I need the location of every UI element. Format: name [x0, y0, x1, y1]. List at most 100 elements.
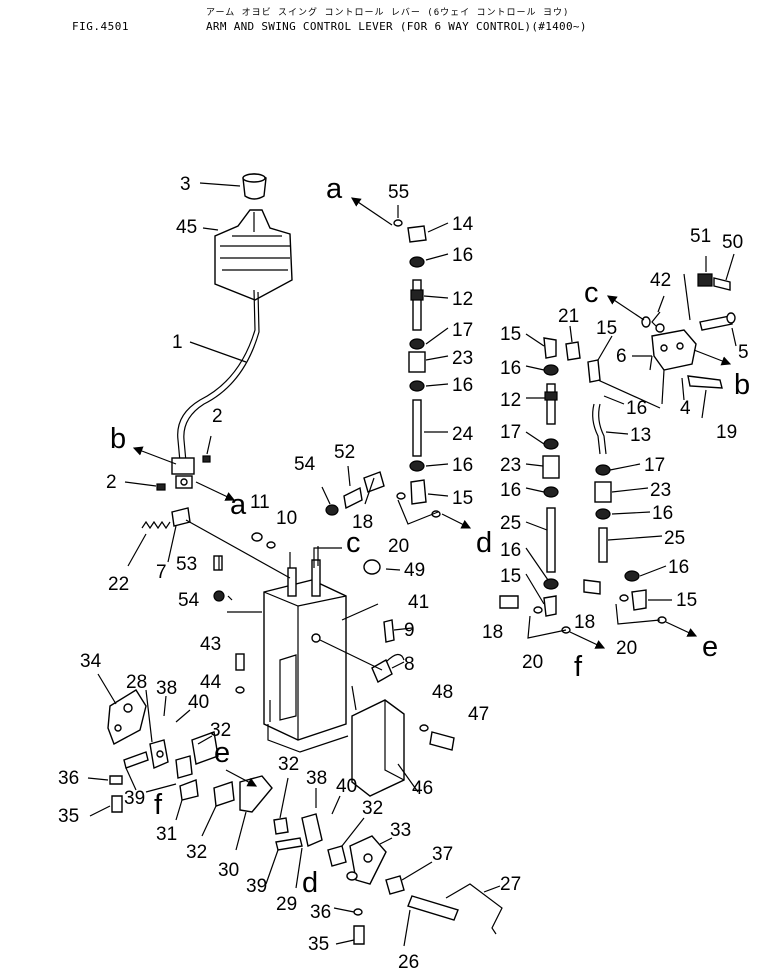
callout-50: 50 [722, 232, 743, 253]
callout-5: 5 [738, 342, 749, 363]
title-english: ARM AND SWING CONTROL LEVER (FOR 6 WAY C… [206, 20, 587, 33]
ref-letter-e: e [702, 631, 718, 663]
callout-16: 16 [626, 398, 647, 419]
small-parts-center [213, 471, 455, 751]
bracket-34 [107, 689, 147, 813]
callout-23: 23 [650, 480, 671, 501]
callout-45: 45 [176, 217, 197, 238]
callout-30: 30 [218, 860, 239, 881]
callout-23: 23 [452, 348, 473, 369]
callout-54: 54 [178, 590, 200, 611]
callout-19: 19 [716, 422, 737, 443]
callout-1: 1 [172, 332, 183, 353]
callout-39: 39 [124, 788, 145, 809]
callout-52: 52 [334, 442, 355, 463]
callout-43: 43 [200, 634, 221, 655]
lever-28-assembly [123, 731, 273, 813]
callout-35: 35 [58, 806, 79, 827]
shaft-26-27 [403, 883, 503, 947]
ref-letter-b: b [734, 369, 750, 401]
callout-16: 16 [500, 358, 521, 379]
callout-55: 55 [388, 182, 409, 203]
rod-assembly-center [393, 219, 441, 525]
callout-32: 32 [278, 754, 299, 775]
title-japanese: アーム オヨビ スイング コントロール レバー (6ウェイ コントロール ヨウ) [206, 8, 570, 18]
callout-34: 34 [80, 651, 102, 672]
callout-36: 36 [58, 768, 79, 789]
lever-joint-block [171, 457, 195, 489]
callout-41: 41 [408, 592, 429, 613]
callout-40: 40 [188, 692, 209, 713]
callout-25: 25 [664, 528, 685, 549]
leader-lines-right-1 [525, 325, 573, 605]
lever-knob [242, 173, 267, 200]
callout-47: 47 [468, 704, 489, 725]
leader-lines-left [124, 182, 247, 567]
callout-32: 32 [210, 720, 231, 741]
callout-44: 44 [200, 672, 222, 693]
callout-20: 20 [522, 652, 543, 673]
callout-20: 20 [616, 638, 637, 659]
callout-15: 15 [500, 566, 521, 587]
callout-22: 22 [108, 574, 129, 595]
callout-10: 10 [276, 508, 297, 529]
callout-36: 36 [310, 902, 331, 923]
callout-24: 24 [452, 424, 474, 445]
callout-27: 27 [500, 874, 521, 895]
callout-21: 21 [558, 306, 579, 327]
callout-51: 51 [690, 226, 711, 247]
callout-29: 29 [276, 894, 297, 915]
drawing-header: FIG.4501 アーム オヨビ スイング コントロール レバー (6ウェイ コ… [0, 0, 771, 50]
lever-boot [214, 209, 293, 301]
callout-15: 15 [676, 590, 697, 611]
callout-18: 18 [352, 512, 373, 533]
callout-15: 15 [596, 318, 617, 339]
callout-12: 12 [452, 289, 473, 310]
callout-16: 16 [452, 375, 473, 396]
ref-letter-d: d [476, 527, 492, 559]
pivot-7 [171, 507, 191, 527]
callout-28: 28 [126, 672, 147, 693]
callout-26: 26 [398, 952, 419, 971]
callout-16: 16 [452, 245, 473, 266]
callout-35: 35 [308, 934, 329, 955]
leader-lines-right-2 [597, 253, 737, 601]
ref-letter-c: c [584, 277, 599, 309]
callout-49: 49 [404, 560, 425, 581]
callout-12: 12 [500, 390, 521, 411]
callout-7: 7 [156, 562, 167, 583]
leader-lines-rod-center [397, 205, 449, 497]
callout-11: 11 [250, 492, 270, 513]
figure-number: FIG.4501 [72, 20, 129, 33]
callout-37: 37 [432, 844, 453, 865]
ref-letter-d: d [302, 867, 318, 899]
callout-54: 54 [294, 454, 316, 475]
rod-assembly-right-1 [499, 337, 601, 639]
ref-letter-b: b [110, 423, 126, 455]
callout-40: 40 [336, 776, 357, 797]
pin-2 [156, 455, 211, 491]
callout-4: 4 [680, 398, 691, 419]
callout-39: 39 [246, 876, 267, 897]
spring-22 [141, 520, 171, 530]
reference-letters: a a b b c c d d e e f f [110, 173, 750, 899]
callout-32: 32 [186, 842, 207, 863]
part-callouts: 3 45 1 2 2 22 7 53 54 11 10 54 52 18 49 … [58, 174, 749, 971]
callout-25: 25 [500, 513, 521, 534]
reference-arrows [132, 197, 732, 787]
plate-46 [351, 699, 405, 797]
lever-29-assembly [273, 813, 405, 945]
callout-16: 16 [500, 540, 521, 561]
callout-16: 16 [500, 480, 521, 501]
callout-2: 2 [212, 406, 223, 427]
callout-9: 9 [404, 620, 415, 641]
ref-letter-a: a [230, 489, 247, 521]
callout-16: 16 [652, 503, 673, 524]
control-lever-rod [177, 289, 260, 463]
leader-lines-bottom [87, 673, 501, 945]
callout-16: 16 [668, 557, 689, 578]
callout-17: 17 [452, 320, 473, 341]
callout-33: 33 [390, 820, 411, 841]
callout-17: 17 [500, 422, 521, 443]
